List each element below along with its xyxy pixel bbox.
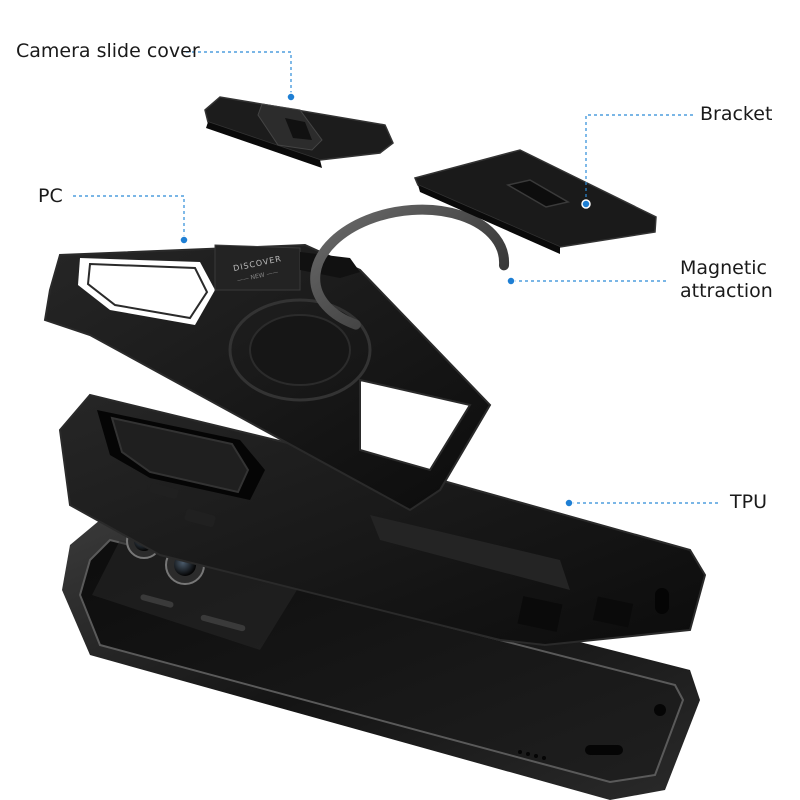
callout-dot-tpu [564,498,574,508]
callout-dot-bracket [581,199,591,209]
camera-slide-cover [204,96,394,168]
callout-line-pc [73,195,185,238]
callout-dots [179,92,591,508]
label-bracket: Bracket [700,103,773,125]
callout-line-camera [186,51,292,95]
label-magnetic: Magnetic [680,257,768,279]
callout-dot-magnetic [506,276,516,286]
magnetic-ring [310,204,510,330]
callout-line-bracket [585,114,693,202]
callout-dot-camera [286,92,296,102]
label-camera-slide-cover: Camera slide cover [16,40,200,62]
callout-lines [73,51,720,504]
callout-dot-pc [179,235,189,245]
label-attraction: attraction [680,280,773,302]
label-tpu: TPU [730,491,767,513]
bracket [413,149,657,254]
pc-frame: DISCOVER —— NEW —— [43,243,492,512]
label-pc: PC [38,185,63,207]
tpu-case [58,393,707,647]
